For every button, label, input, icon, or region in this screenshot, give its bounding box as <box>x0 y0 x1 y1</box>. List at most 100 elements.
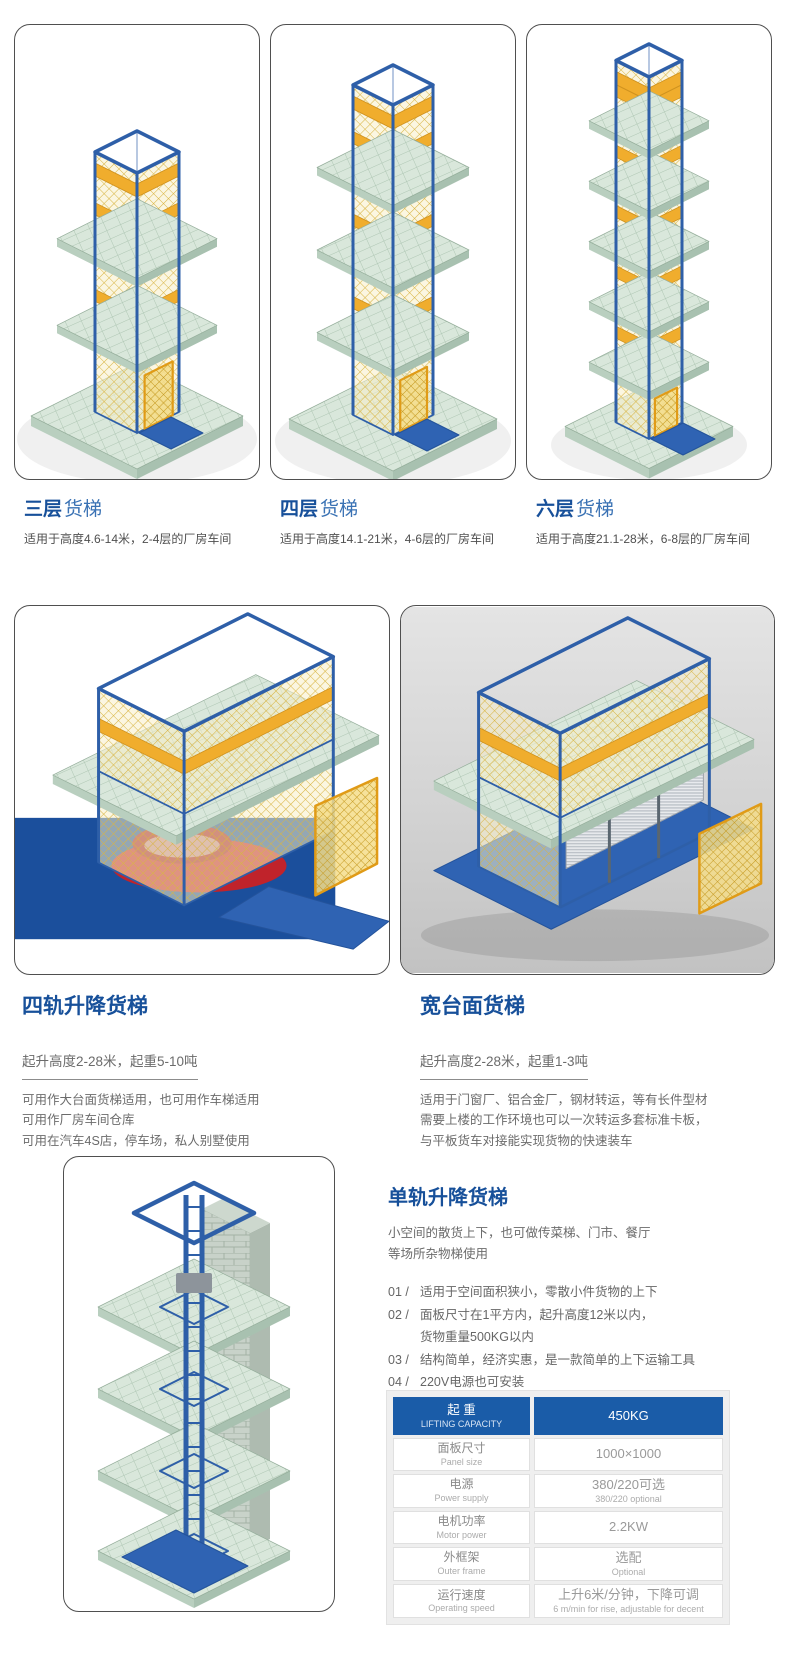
feature-text: 适用于空间面积狭小，零散小件货物的上下 <box>420 1285 658 1300</box>
feature-text: 220V电源也可安装 <box>420 1375 525 1390</box>
caption-wide-platform-lift: 宽台面货梯 起升高度2-28米，起重1-3吨 适用于门窗厂、铝合金厂，钢材转运，… <box>420 990 788 1151</box>
product-title: 六层货梯 <box>536 494 790 521</box>
monorail-lift-illustration <box>97 1180 291 1608</box>
product-desc: 适用于高度14.1-21米，4-6层的厂房车间 <box>280 532 495 546</box>
description-line: 需要上楼的工作环境也可以一次转运多套标准卡板， <box>420 1113 708 1128</box>
product-description: 可用作大台面货梯适用，也可用作车梯适用 可用作厂房车间仓库 可用在汽车4S店，停… <box>22 1090 390 1151</box>
spec-value-cn: 2.2KW <box>608 1518 648 1534</box>
product-image-wide-platform-lift <box>400 605 775 975</box>
spec-value-cn: 上升6米/分钟，下降可调 <box>558 1586 699 1602</box>
spec-value-cell: 450KG <box>534 1397 723 1435</box>
spec-value-cn: 380/220可选 <box>592 1476 665 1492</box>
spec-label-cn: 电源 <box>449 1477 474 1492</box>
product-intro: 小空间的散货上下，也可做传菜梯、门市、餐厅 等场所杂物梯使用 <box>388 1223 740 1264</box>
product-title-rest: 货梯 <box>576 499 615 520</box>
spec-label-en: Operating speed <box>428 1603 495 1614</box>
spec-value-en: 6 m/min for rise, adjustable for decent <box>553 1603 704 1614</box>
product-subtitle: 起升高度2-28米，起重5-10吨 <box>22 1050 198 1080</box>
feature-item: 02 / 面板尺寸在1平方内，起升高度12米以内， <box>388 1304 740 1327</box>
feature-item: 01 / 适用于空间面积狭小，零散小件货物的上下 <box>388 1281 740 1304</box>
intro-line: 等场所杂物梯使用 <box>388 1246 489 1261</box>
product-desc: 适用于高度21.1-28米，6-8层的厂房车间 <box>536 532 751 546</box>
spec-value-en: Optional <box>611 1566 646 1577</box>
spec-value-cn: 1000×1000 <box>595 1445 662 1461</box>
product-title-strong: 三层 <box>24 499 63 520</box>
spec-label-en: Power supply <box>434 1493 489 1504</box>
spec-label-cn: 面板尺寸 <box>437 1441 486 1455</box>
description-line: 可用作厂房车间仓库 <box>22 1113 135 1128</box>
product-desc: 适用于高度4.6-14米，2-4层的厂房车间 <box>24 532 232 546</box>
product-title-strong: 六层 <box>536 499 575 520</box>
product-title: 单轨升降货梯 <box>388 1187 508 1209</box>
spec-label-cn: 起 重 <box>447 1403 476 1418</box>
feature-list: 01 / 适用于空间面积狭小，零散小件货物的上下 02 / 面板尺寸在1平方内，起升… <box>388 1281 740 1394</box>
four-rail-car-lift-illustration <box>15 612 389 950</box>
spec-value-cn: 450KG <box>608 1407 649 1423</box>
product-title-rest: 货梯 <box>64 499 103 520</box>
product-image-three-level-lift <box>14 24 260 480</box>
feature-text: 面板尺寸在1平方内，起升高度12米以内， <box>420 1307 654 1322</box>
feature-number: 03 / <box>388 1352 409 1367</box>
caption-six-level: 六层货梯 适用于高度21.1-28米，6-8层的厂房车间 <box>536 494 790 547</box>
spec-value-cn: 选配 <box>615 1549 642 1565</box>
product-image-four-level-lift <box>270 24 516 480</box>
wide-platform-lift-illustration <box>401 606 774 974</box>
product-title: 宽台面货梯 <box>420 995 525 1018</box>
feature-number: 01 / <box>388 1285 409 1300</box>
caption-four-level: 四层货梯 适用于高度14.1-21米，4-6层的厂房车间 <box>280 494 538 547</box>
product-title-strong: 四层 <box>280 499 319 520</box>
spec-value-en: 380/220 optional <box>595 1493 662 1504</box>
spec-label-cn: 电机功率 <box>437 1513 486 1528</box>
spec-label-en: LIFTING CAPACITY <box>420 1418 503 1429</box>
caption-three-level: 三层货梯 适用于高度4.6-14米，2-4层的厂房车间 <box>24 494 282 547</box>
three-level-lift-illustration <box>17 129 257 479</box>
description-line: 可用作大台面货梯适用，也可用作车梯适用 <box>22 1093 260 1107</box>
spec-label-cn: 外框架 <box>443 1550 480 1565</box>
product-title: 四轨升降货梯 <box>22 995 148 1018</box>
spec-label-en: Outer frame <box>437 1566 486 1577</box>
caption-monorail-lift: 单轨升降货梯 小空间的散货上下，也可做传菜梯、门市、餐厅 等场所杂物梯使用 01… <box>388 1181 740 1394</box>
feature-number: 02 / <box>388 1307 409 1322</box>
product-image-six-level-lift <box>526 24 772 480</box>
spec-label-en: Panel size <box>440 1456 483 1467</box>
feature-number: 04 / <box>388 1375 409 1390</box>
feature-number <box>388 1326 420 1349</box>
description-line: 可用在汽车4S店，停车场，私人别墅使用 <box>22 1133 250 1148</box>
spec-value-cell: 2.2KW <box>534 1510 723 1544</box>
feature-text: 结构简单，经济实惠，是一款简单的上下运输工具 <box>420 1352 696 1367</box>
product-title: 四层货梯 <box>280 494 538 521</box>
intro-line: 小空间的散货上下，也可做传菜梯、门市、餐厅 <box>388 1226 651 1240</box>
product-image-monorail-lift <box>63 1156 335 1612</box>
spec-label-en: Motor power <box>436 1529 487 1540</box>
description-line: 与平板货车对接能实现货物的快速装车 <box>420 1133 633 1148</box>
six-level-lift-illustration <box>551 42 747 479</box>
feature-item: 03 / 结构简单，经济实惠，是一款简单的上下运输工具 <box>388 1349 740 1372</box>
four-level-lift-illustration <box>275 63 511 479</box>
caption-four-rail-lift: 四轨升降货梯 起升高度2-28米，起重5-10吨 可用作大台面货梯适用，也可用作… <box>22 990 390 1151</box>
description-line: 适用于门窗厂、铝合金厂，钢材转运，等有长件型材 <box>420 1093 708 1107</box>
spec-label-cn: 运行速度 <box>437 1587 486 1602</box>
feature-item: 货物重量500KG以内 <box>388 1326 740 1349</box>
feature-text: 货物重量500KG以内 <box>420 1330 534 1345</box>
product-subtitle: 起升高度2-28米，起重1-3吨 <box>420 1050 589 1080</box>
product-title: 三层货梯 <box>24 494 282 521</box>
product-description: 适用于门窗厂、铝合金厂，钢材转运，等有长件型材 需要上楼的工作环境也可以一次转运… <box>420 1090 788 1151</box>
spec-value-cell: 1000×1000 <box>534 1438 723 1471</box>
product-image-four-rail-lift <box>14 605 390 975</box>
